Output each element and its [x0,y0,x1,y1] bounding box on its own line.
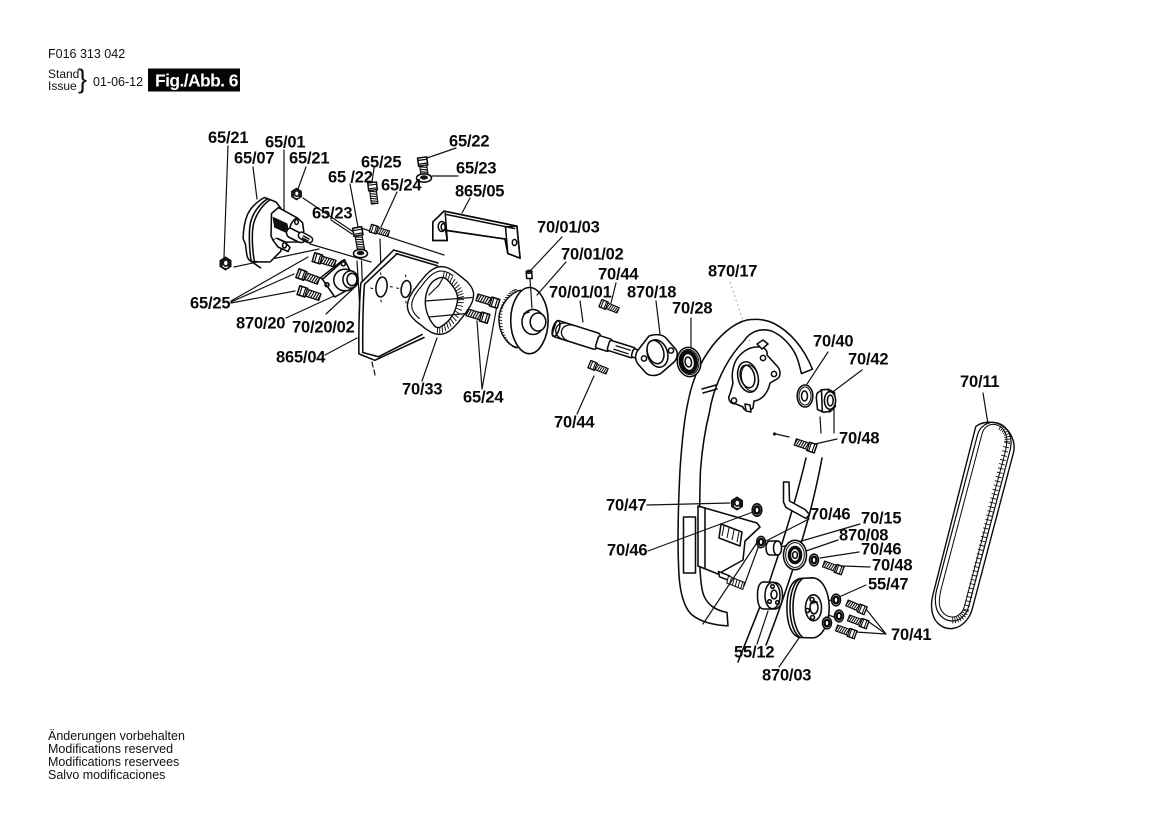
svg-text:Issue: Issue [48,79,77,93]
svg-text:70/28: 70/28 [672,300,712,318]
svg-text:65/24: 65/24 [381,177,422,195]
svg-text:65/07: 65/07 [234,150,274,168]
svg-text:865/05: 865/05 [455,183,504,201]
svg-text:65/01: 65/01 [265,134,305,152]
svg-text:70/46: 70/46 [607,542,647,560]
svg-text:55/12: 55/12 [734,644,774,662]
svg-text:70/20/02: 70/20/02 [292,319,355,337]
svg-text:Stand: Stand [48,67,79,81]
svg-text:70/48: 70/48 [839,430,879,448]
svg-text:55/47: 55/47 [868,576,908,594]
svg-text:870/20: 870/20 [236,315,285,333]
svg-text:65 /22: 65 /22 [328,169,373,187]
svg-text:70/47: 70/47 [606,497,646,515]
svg-text:70/01/01: 70/01/01 [549,284,612,302]
svg-text:70/44: 70/44 [598,266,639,284]
svg-text:70/41: 70/41 [891,626,931,644]
svg-text:70/48: 70/48 [872,557,912,575]
svg-text:65/25: 65/25 [190,295,230,313]
svg-text:70/40: 70/40 [813,333,853,351]
svg-text:65/23: 65/23 [456,160,496,178]
svg-text:70/44: 70/44 [554,414,595,432]
svg-text:70/42: 70/42 [848,351,888,369]
svg-text:Änderungen vorbehalten: Änderungen vorbehalten [48,729,185,743]
svg-text:Salvo modificaciones: Salvo modificaciones [48,768,165,782]
svg-text:70/33: 70/33 [402,381,442,399]
svg-text:870/17: 870/17 [708,263,757,281]
svg-text:865/04: 865/04 [276,349,326,367]
svg-text:Modifications reservees: Modifications reservees [48,755,179,769]
svg-text:65/25: 65/25 [361,154,401,172]
svg-text:70/11: 70/11 [960,373,999,391]
svg-text:65/21: 65/21 [208,129,248,147]
svg-text:70/01/03: 70/01/03 [537,219,600,237]
svg-text:70/01/02: 70/01/02 [561,246,624,264]
svg-text:}: } [78,64,87,94]
svg-text:65/23: 65/23 [312,205,352,223]
svg-text:F016 313 042: F016 313 042 [48,47,125,61]
svg-text:70/46: 70/46 [861,541,901,559]
svg-text:65/22: 65/22 [449,133,489,151]
svg-text:870/03: 870/03 [762,667,811,685]
svg-text:870/08: 870/08 [839,527,888,545]
svg-text:01-06-12: 01-06-12 [93,75,143,89]
svg-text:870/18: 870/18 [627,284,676,302]
svg-text:65/24: 65/24 [463,389,504,407]
svg-text:70/46: 70/46 [810,506,850,524]
svg-text:65/21: 65/21 [289,150,329,168]
svg-text:Fig./Abb. 6: Fig./Abb. 6 [155,71,239,91]
svg-text:Modifications reserved: Modifications reserved [48,742,173,756]
svg-text:70/15: 70/15 [861,510,901,528]
